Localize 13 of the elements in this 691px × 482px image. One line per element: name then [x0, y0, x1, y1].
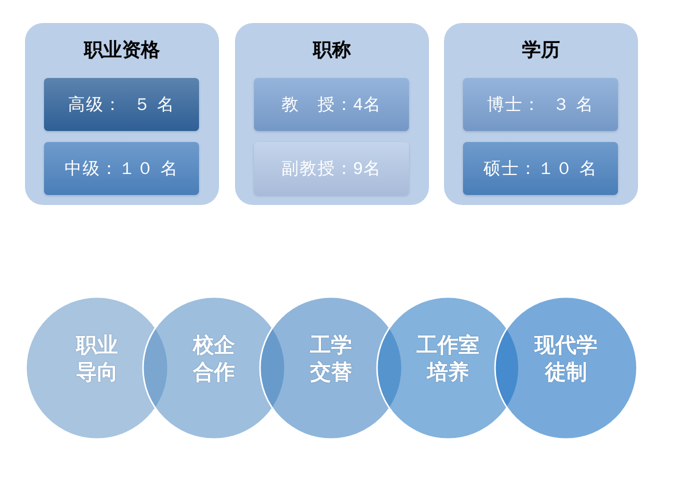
count-tile: 副教授：9名: [254, 142, 409, 195]
category-panel: [235, 23, 429, 205]
count-tile: 中级：１０ 名: [44, 142, 199, 195]
count-tile: 博士： ３ 名: [463, 78, 618, 131]
concept-circle: 现代学徒制: [494, 296, 638, 440]
count-tile: 硕士：１０ 名: [463, 142, 618, 195]
panel-title: 职业资格: [84, 39, 160, 63]
count-tile: 高级： ５ 名: [44, 78, 199, 131]
count-tile: 教 授：4名: [254, 78, 409, 131]
category-panel: [444, 23, 638, 205]
panel-title: 职称: [313, 39, 351, 63]
panel-title: 学历: [522, 39, 560, 63]
category-panel: [25, 23, 219, 205]
